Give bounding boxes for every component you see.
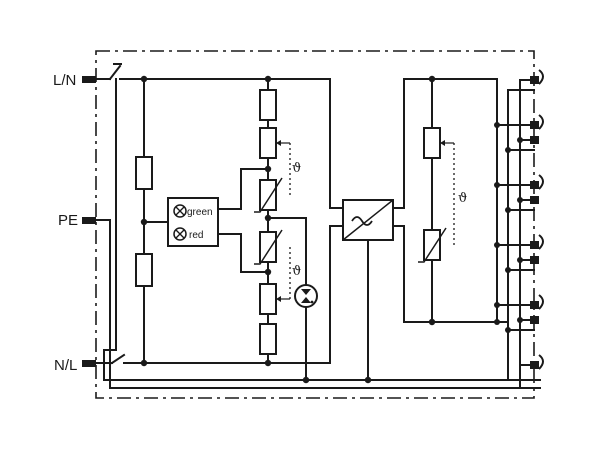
resistor-mid-bottom — [259, 323, 277, 355]
ac-filter-icon — [342, 199, 394, 241]
switch-ln — [95, 63, 122, 81]
terminal-pe — [82, 217, 96, 224]
resistor-left-bottom — [135, 253, 153, 287]
varistor-right — [418, 227, 447, 263]
terminal-nl-label: N/L — [54, 357, 77, 374]
gas-discharge-tube-icon — [294, 284, 318, 308]
nl-bus — [123, 225, 344, 364]
varistor-mid-bottom — [254, 229, 283, 265]
indicator-red-wire — [217, 233, 269, 273]
pe-line — [95, 219, 541, 389]
theta-label-right: ϑ — [458, 191, 467, 206]
green-lamp-icon — [173, 204, 187, 218]
terminal-ln-label: L/N — [53, 72, 76, 89]
status-indicator: green red — [167, 197, 219, 247]
out-top-wire — [392, 78, 498, 209]
resistor-mid-1 — [259, 89, 277, 121]
thermal-fuse-top — [259, 127, 290, 159]
out-bottom-wire — [392, 225, 509, 323]
output-terminals — [530, 69, 544, 370]
inner-return-line — [103, 78, 541, 381]
resistor-left-top — [135, 156, 153, 190]
terminal-pe-label: PE — [58, 212, 78, 229]
terminal-ln — [82, 76, 96, 83]
thermal-fuse-bottom — [259, 283, 290, 315]
green-lamp-label: green — [187, 207, 213, 218]
terminal-nl — [82, 360, 96, 367]
enclosure-outline — [95, 50, 535, 399]
ln-bus — [119, 78, 344, 209]
red-lamp-icon — [173, 227, 187, 241]
indicator-green-wire — [217, 168, 269, 210]
theta-label-bottom: ϑ — [292, 264, 301, 279]
theta-label-top: ϑ — [292, 161, 301, 176]
red-lamp-label: red — [189, 230, 203, 241]
thermal-fuse-right — [423, 127, 454, 159]
varistor-mid-top — [254, 177, 283, 213]
output-distribution — [494, 79, 535, 389]
